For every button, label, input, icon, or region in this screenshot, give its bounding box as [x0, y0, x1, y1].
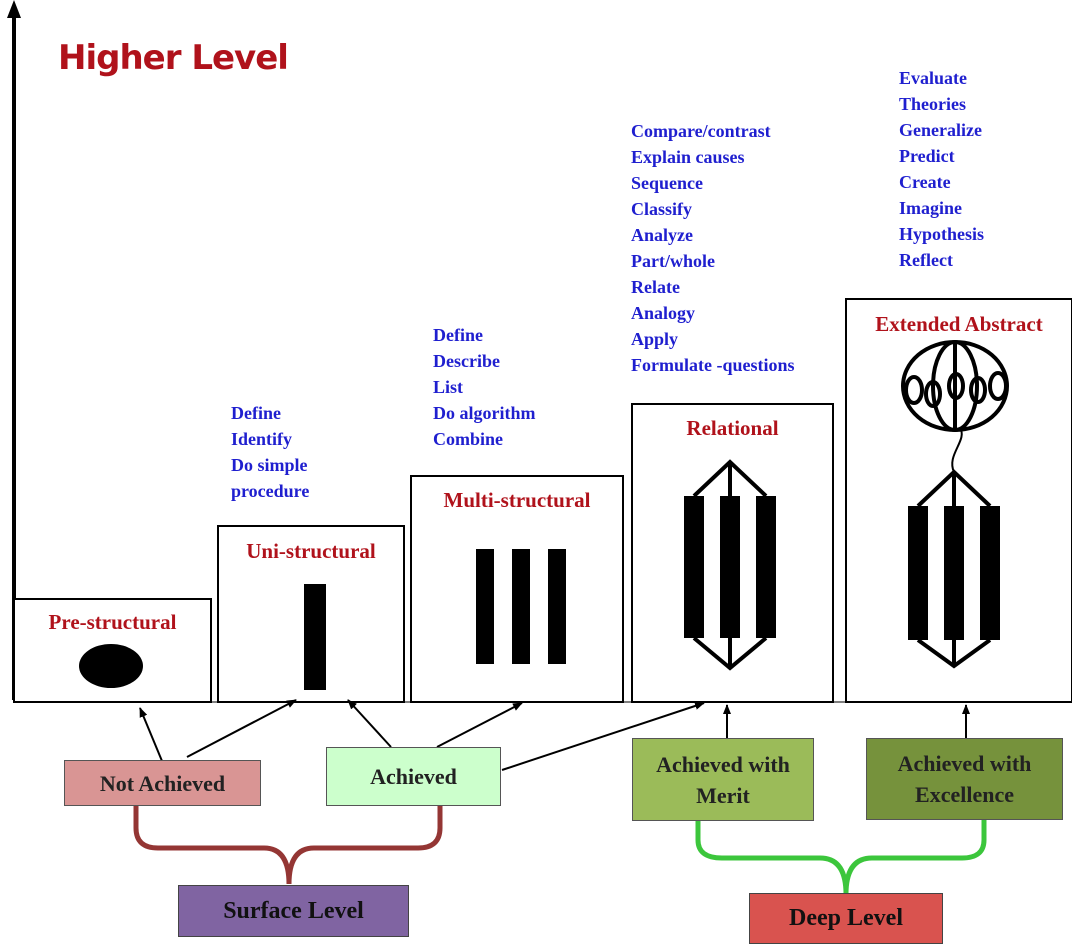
- uni-structural-title: Uni-structural: [246, 539, 376, 563]
- uni-structural-verbs: Define Identify Do simple procedure: [231, 400, 309, 504]
- verb-item: Create: [899, 172, 951, 192]
- verb-item: List: [433, 377, 464, 397]
- merit-box: Achieved with Merit: [632, 738, 814, 821]
- arrow-achieved-uni: [347, 699, 392, 748]
- merit-label-line2: Merit: [696, 782, 750, 808]
- achieved-label: Achieved: [370, 764, 457, 789]
- surface-level-label: Surface Level: [223, 897, 364, 924]
- deep-level-label: Deep Level: [789, 905, 903, 931]
- extended-abstract-box: [845, 298, 1072, 703]
- higher-level-label: Higher Level: [58, 38, 289, 78]
- pre-structural-blob-icon: [79, 644, 143, 688]
- achieved-box: Achieved: [326, 747, 501, 806]
- verb-item: Evaluate: [899, 68, 968, 88]
- multi-structural-verbs: Define Describe List Do algorithm Combin…: [433, 322, 536, 452]
- deep-level-box: Deep Level: [749, 893, 943, 944]
- verb-item: Theories: [899, 94, 966, 114]
- grade-level-arrows: [139, 699, 970, 771]
- not-achieved-box: Not Achieved: [64, 760, 261, 806]
- relational-structure-icon: [684, 459, 776, 671]
- arrow-achieved-multi: [436, 702, 523, 748]
- relational-title: Relational: [686, 416, 779, 440]
- verb-item: Relate: [631, 277, 680, 297]
- verb-item: Reflect: [899, 250, 953, 270]
- extended-abstract-verbs: Evaluate Theories Generalize Predict Cre…: [899, 65, 984, 273]
- surface-level-brace: [133, 806, 443, 885]
- arrow-achieved-relational: [501, 702, 705, 771]
- verb-item: Generalize: [899, 120, 982, 140]
- verb-item: Imagine: [899, 198, 962, 218]
- verb-item: Sequence: [631, 173, 703, 193]
- verb-item: Formulate -questions: [631, 355, 795, 375]
- verb-item: Part/whole: [631, 251, 715, 271]
- verb-item: Predict: [899, 146, 955, 166]
- extended-abstract-structure-icon: [908, 427, 1000, 669]
- arrow-not-achieved-pre: [139, 707, 163, 762]
- verb-item: Apply: [631, 329, 679, 349]
- verb-item: procedure: [231, 481, 310, 501]
- verb-item: Compare/contrast: [631, 121, 771, 141]
- excellence-box: Achieved with Excellence: [866, 738, 1063, 820]
- axis-arrowhead-icon: [7, 0, 21, 18]
- verb-item: Do simple: [231, 455, 308, 475]
- deep-level-brace: [695, 820, 987, 895]
- extended-abstract-title: Extended Abstract: [875, 312, 1043, 336]
- verb-item: Combine: [433, 429, 504, 449]
- verb-item: Analyze: [631, 225, 693, 245]
- relational-verbs: Compare/contrast Explain causes Sequence…: [631, 118, 795, 378]
- arrow-not-achieved-uni: [186, 699, 297, 758]
- excellence-label-line2: Excellence: [915, 782, 1014, 807]
- multi-structural-title: Multi-structural: [443, 488, 591, 512]
- excellence-label-line1: Achieved with: [897, 751, 1032, 776]
- verb-item: Classify: [631, 199, 693, 219]
- verb-item: Define: [231, 403, 281, 423]
- verb-item: Explain causes: [631, 147, 745, 167]
- verb-item: Analogy: [631, 303, 696, 323]
- pre-structural-title: Pre-structural: [48, 610, 177, 634]
- verb-item: Do algorithm: [433, 403, 536, 423]
- verb-item: Identify: [231, 429, 293, 449]
- verb-item: Define: [433, 325, 483, 345]
- verb-item: Describe: [433, 351, 500, 371]
- verb-item: Hypothesis: [899, 224, 985, 244]
- uni-structural-bar-icon: [304, 584, 326, 690]
- not-achieved-label: Not Achieved: [99, 770, 226, 796]
- multi-structural-bars-icon: [476, 549, 566, 664]
- globe-icon: [901, 340, 1009, 432]
- merit-label-line1: Achieved with: [656, 751, 790, 777]
- surface-level-box: Surface Level: [178, 885, 409, 937]
